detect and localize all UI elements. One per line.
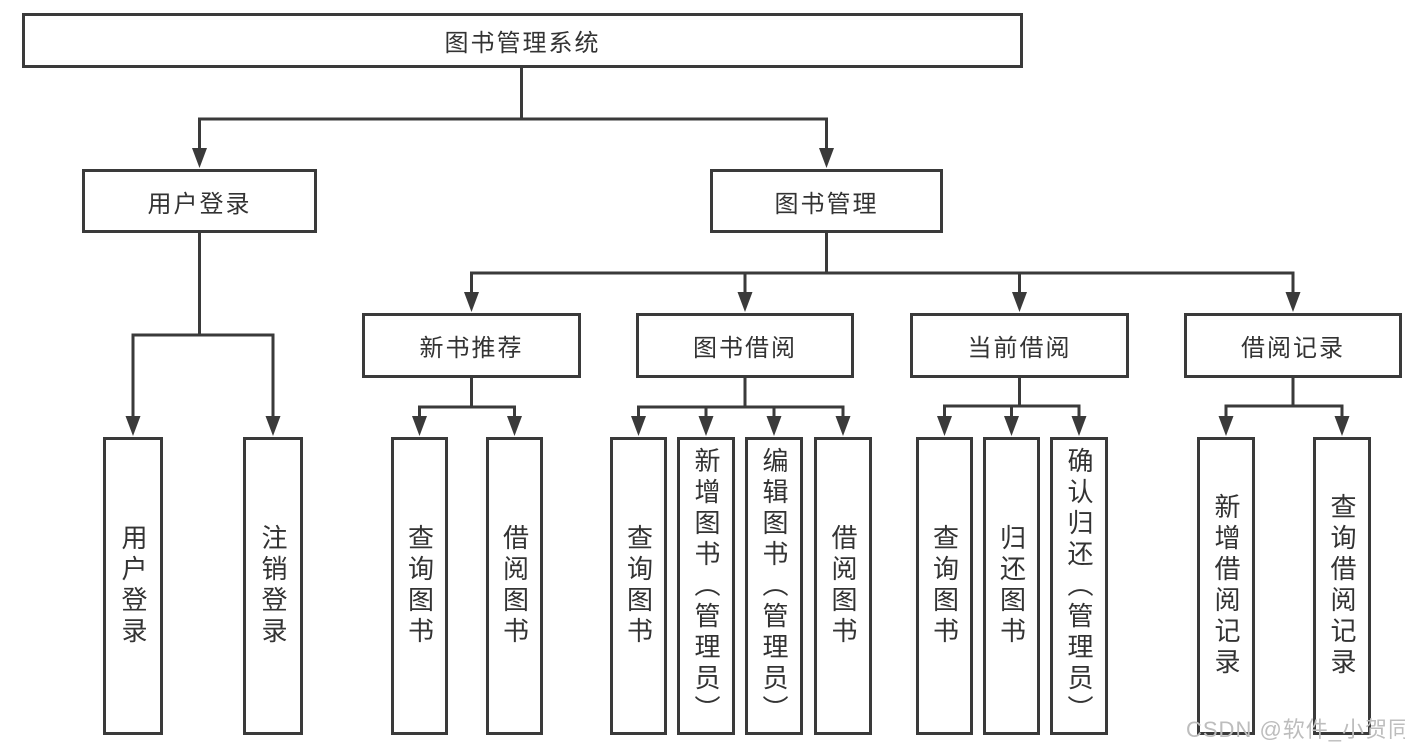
leaf-query-books-recommend: 查询图书: [391, 437, 448, 735]
node-user-login: 用户登录: [82, 169, 317, 233]
node-label: 编辑图书（管理员）: [759, 446, 789, 726]
leaf-confirm-return-admin: 确认归还（管理员）: [1050, 437, 1108, 735]
node-label: 查询图书: [623, 524, 654, 648]
node-label: 图书借阅: [693, 335, 797, 362]
node-label: 当前借阅: [967, 335, 1072, 362]
leaf-query-borrow-record: 查询借阅记录: [1313, 437, 1371, 735]
leaf-add-borrow-record: 新增借阅记录: [1197, 437, 1255, 735]
node-current-borrowing: 当前借阅: [910, 313, 1129, 378]
leaf-borrow-books-recommend: 借阅图书: [486, 437, 543, 735]
leaf-user-login: 用户登录: [103, 437, 163, 735]
node-label: 新增图书（管理员）: [691, 446, 721, 726]
node-label: 查询借阅记录: [1327, 493, 1357, 679]
node-label: 用户登录: [118, 524, 148, 648]
node-book-borrowing: 图书借阅: [636, 313, 854, 378]
leaf-logout: 注销登录: [243, 437, 303, 735]
leaf-return-books: 归还图书: [983, 437, 1040, 735]
node-label: 新书推荐: [419, 335, 524, 362]
node-book-management: 图书管理: [710, 169, 943, 233]
node-label: 注销登录: [258, 524, 288, 648]
csdn-watermark: CSDN @软件_小贺同学: [1186, 717, 1405, 742]
node-label: 借阅图书: [499, 524, 530, 648]
node-label: 归还图书: [996, 524, 1027, 648]
node-label: 用户登录: [147, 190, 252, 218]
node-label: 新增借阅记录: [1211, 493, 1241, 679]
node-label: 借阅图书: [828, 524, 858, 648]
leaf-query-books-borrowing: 查询图书: [610, 437, 667, 735]
leaf-borrow-books-borrowing: 借阅图书: [814, 437, 872, 735]
node-label: 确认归还（管理员）: [1064, 446, 1094, 726]
node-label: 图书管理系统: [444, 30, 601, 57]
node-new-book-recommendation: 新书推荐: [362, 313, 581, 378]
node-label: 查询图书: [404, 524, 435, 648]
node-book-management-system: 图书管理系统: [22, 13, 1023, 68]
leaf-edit-books-admin: 编辑图书（管理员）: [745, 437, 803, 735]
node-label: 查询图书: [929, 524, 960, 648]
node-borrowing-records: 借阅记录: [1184, 313, 1402, 378]
leaf-add-books-admin: 新增图书（管理员）: [677, 437, 735, 735]
node-label: 图书管理: [774, 190, 879, 218]
node-label: 借阅记录: [1241, 335, 1345, 362]
leaf-query-books-current: 查询图书: [916, 437, 973, 735]
